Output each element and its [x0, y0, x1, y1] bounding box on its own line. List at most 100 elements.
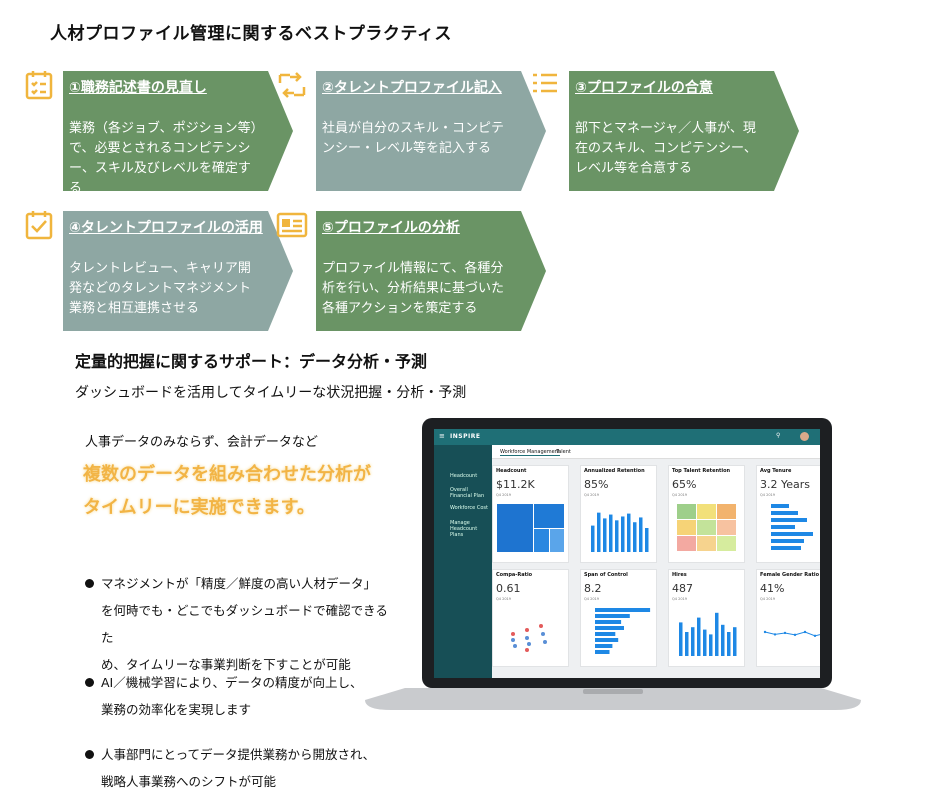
card-title: Female Gender Ratio	[760, 572, 820, 578]
card-chart	[497, 504, 564, 552]
card-period: Q4 2019	[760, 493, 776, 497]
step-chevron: ③プロファイルの合意 部下とマネージャ／人事が、現在のスキル、コンピテンシー、レ…	[533, 71, 845, 191]
sidebar-item-financial-plan[interactable]: Overall Financial Plan	[450, 487, 485, 499]
step-body: タレントレビュー、キャリア開発などのタレントマネジメント業務と相互連携させる	[69, 261, 252, 316]
grid-cell	[697, 504, 716, 519]
card-chart	[511, 624, 547, 652]
dashboard-card[interactable]: Avg Tenure 3.2 Years Q4 2019	[756, 465, 820, 563]
highlight-line-2: タイムリーに実施できます。	[83, 497, 315, 518]
dashboard-tabs: Workforce Management Talent	[492, 445, 820, 459]
step-title: ②タレントプロファイル記入	[322, 80, 502, 96]
retention-bar	[597, 512, 601, 552]
grid-cell	[677, 504, 696, 519]
dashboard-card[interactable]: Top Talent Retention 65% Q4 2019	[668, 465, 745, 563]
retention-bar	[633, 522, 637, 552]
scatter-point	[525, 648, 529, 652]
card-period: Q4 2019	[496, 493, 512, 497]
hires-bar	[691, 627, 695, 656]
span-bar	[595, 638, 619, 642]
grid-cell	[717, 536, 736, 551]
grid-cell	[697, 520, 716, 535]
support-subheading: ダッシュボードを活用してタイムリーな状況把握・分析・予測	[75, 385, 467, 401]
dashboard-card[interactable]: Hires 487 Q4 2019	[668, 569, 745, 667]
gender-point	[813, 634, 817, 638]
bullet-dot	[85, 579, 94, 588]
tab-workforce-management[interactable]: Workforce Management	[500, 449, 560, 456]
swap-arrows-icon	[278, 72, 306, 98]
bullet-item: AI／機械学習により、データの精度が向上し、 業務の効率化を実現します	[85, 669, 395, 723]
avatar[interactable]	[800, 432, 809, 441]
hires-bar	[685, 632, 689, 656]
step-body: プロファイル情報にて、各種分析を行い、分析結果に基づいた各種アクションを策定する	[322, 261, 505, 316]
scatter-point	[543, 640, 547, 644]
dashboard-card[interactable]: Span of Control 8.2 Q4 2019	[580, 569, 657, 667]
dashboard-card[interactable]: Compa-Ratio 0.61 Q4 2019	[492, 569, 569, 667]
step-title: ③プロファイルの合意	[575, 80, 713, 96]
sidebar-item-headcount-plans[interactable]: Manage Headcount Plans	[450, 520, 478, 538]
checklist-icon	[25, 71, 53, 100]
card-title: Avg Tenure	[760, 468, 792, 474]
card-chart	[677, 504, 736, 551]
tenure-bar	[771, 511, 798, 515]
hires-bar	[727, 632, 731, 656]
bullet-dot	[85, 678, 94, 687]
step-body: 部下とマネージャ／人事が、現在のスキル、コンピテンシー、レベル等を合意する	[575, 121, 757, 176]
scatter-point	[539, 624, 543, 628]
hires-bar	[715, 612, 719, 656]
calendar-check-icon	[25, 211, 53, 240]
card-title: Headcount	[496, 468, 527, 474]
hires-bar	[697, 617, 701, 656]
scatter-point	[527, 642, 531, 646]
sidebar-item-headcount[interactable]: Headcount	[450, 473, 478, 479]
step-chevron: ①職務記述書の見直し 業務（各ジョブ、ポジション等）で、必要とされるコンピテンシ…	[25, 71, 339, 196]
menu-icon[interactable]: ≡	[439, 432, 445, 440]
tenure-bar	[771, 525, 795, 529]
laptop-base	[365, 688, 861, 710]
scatter-point	[513, 644, 517, 648]
card-chart	[595, 608, 651, 654]
card-value: 487	[672, 582, 693, 595]
step-title: ⑤プロファイルの分析	[322, 220, 460, 236]
tenure-bar	[771, 532, 813, 536]
card-value: $11.2K	[496, 478, 535, 491]
step-chevron: ⑤プロファイルの分析 プロファイル情報にて、各種分析を行い、分析結果に基づいた各…	[276, 211, 592, 331]
step-chevron: ④タレントプロファイルの活用 タレントレビュー、キャリア開発などのタレントマネジ…	[25, 211, 339, 331]
retention-bar	[603, 518, 607, 552]
dashboard-card[interactable]: Headcount $11.2K Q4 2019	[492, 465, 569, 563]
tenure-bar	[771, 546, 801, 550]
dashboard-topbar: ≡ INSPIRE ⚲	[434, 429, 820, 445]
hires-bar	[679, 622, 683, 656]
tab-talent[interactable]: Talent	[556, 449, 571, 455]
step-chevron: ②タレントプロファイル記入 社員が自分のスキル・コンピテンシー・レベル等を記入す…	[278, 71, 592, 191]
card-chart	[771, 504, 813, 550]
scatter-point	[525, 628, 529, 632]
step-title: ④タレントプロファイルの活用	[69, 220, 263, 236]
bullet-dot	[85, 750, 94, 759]
treemap-cell	[550, 529, 564, 552]
retention-bar	[609, 514, 613, 552]
sidebar-item-workforce-cost[interactable]: Workforce Cost	[450, 505, 488, 511]
card-value: 3.2 Years	[760, 478, 811, 491]
treemap-cell	[534, 504, 564, 528]
grid-cell	[697, 536, 716, 551]
card-chart	[763, 630, 820, 638]
retention-bar	[615, 520, 619, 552]
retention-bar	[591, 525, 595, 552]
card-chart	[679, 612, 737, 656]
search-icon[interactable]: ⚲	[776, 432, 781, 439]
dashboard-card[interactable]: Annualized Retention 85% Q4 2019	[580, 465, 657, 563]
card-title: Annualized Retention	[584, 468, 645, 474]
profile-card-icon	[276, 212, 308, 238]
hires-bar	[703, 629, 707, 656]
scatter-point	[525, 636, 529, 640]
list-icon	[533, 73, 557, 93]
dashboard-card[interactable]: Female Gender Ratio 41% Q4 2019	[756, 569, 820, 667]
card-period: Q4 2019	[672, 597, 688, 601]
grid-cell	[717, 520, 736, 535]
card-period: Q4 2019	[584, 597, 600, 601]
card-period: Q4 2019	[672, 493, 688, 497]
span-bar	[595, 608, 651, 612]
treemap-cell	[534, 529, 549, 552]
tenure-bar	[771, 504, 789, 508]
span-bar	[595, 614, 630, 618]
